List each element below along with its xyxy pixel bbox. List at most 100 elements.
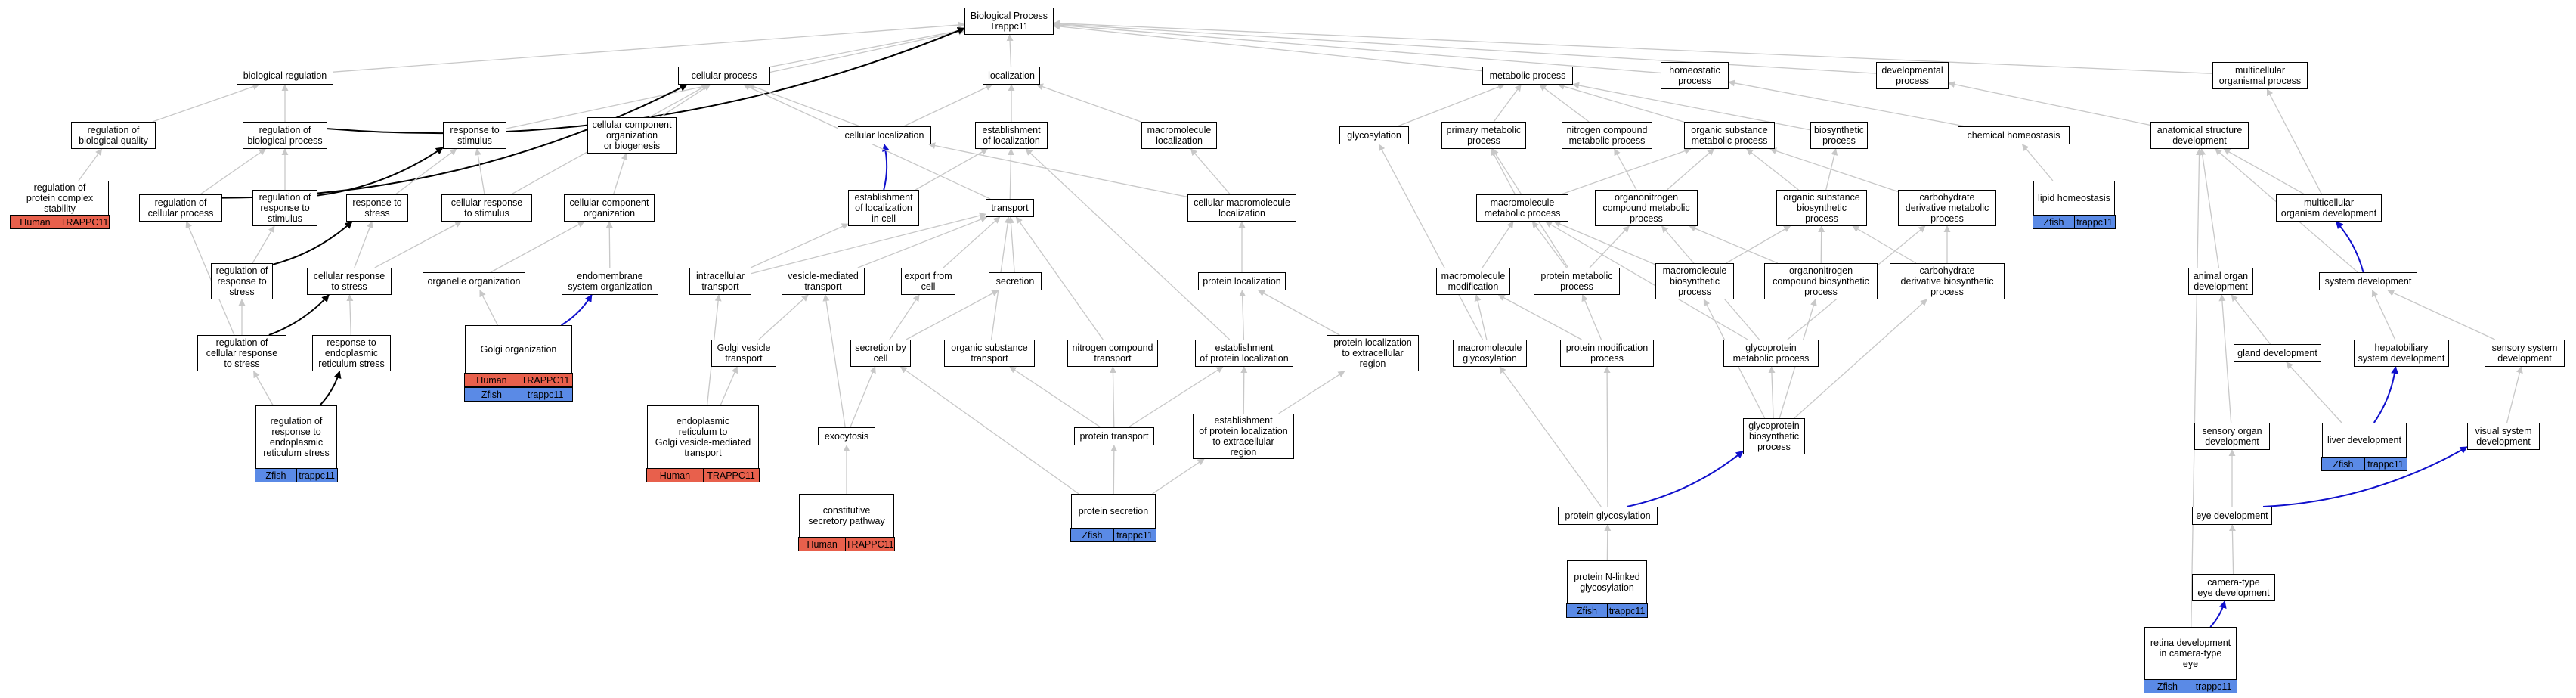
- node-label: multicellular organismal process: [2218, 65, 2302, 86]
- node-orgN-met[interactable]: organonitrogen compound metabolic proces…: [1595, 190, 1698, 226]
- node-sensory-sys-dev[interactable]: sensory system development: [2485, 340, 2565, 367]
- node-vesicle-trans[interactable]: vesicle-mediated transport: [782, 268, 865, 295]
- node-export-cell[interactable]: export from cell: [901, 268, 955, 295]
- node-organelle-org[interactable]: organelle organization: [423, 272, 525, 290]
- node-cell-resp-stim[interactable]: cellular response to stimulus: [441, 194, 532, 222]
- node-label: regulation of protein complex stability: [26, 182, 94, 214]
- node-org-sub-bio[interactable]: organic substance biosynthetic process: [1776, 190, 1867, 226]
- node-primary-met[interactable]: primary metabolic process: [1441, 122, 1526, 149]
- node-bio-reg[interactable]: biological regulation: [237, 67, 333, 85]
- node-chem-homeo[interactable]: chemical homeostasis: [1958, 126, 2070, 144]
- node-orgN-bio[interactable]: organonitrogen compound biosynthetic pro…: [1764, 263, 1878, 299]
- node-prot-glyco[interactable]: protein glycosylation: [1558, 507, 1658, 525]
- node-reg-resp-stress[interactable]: regulation of response to stress: [211, 263, 273, 299]
- node-ccob[interactable]: cellular component organization or bioge…: [587, 117, 677, 154]
- node-reg-cell-resp-stress[interactable]: regulation of cellular response to stres…: [197, 335, 286, 371]
- node-est-prot-loc[interactable]: establishment of protein localization: [1195, 340, 1293, 367]
- node-transport[interactable]: transport: [986, 199, 1034, 217]
- node-carb-met[interactable]: carbohydrate derivative metabolic proces…: [1898, 190, 1996, 226]
- edge-hepato_dev-to-system_dev: [2371, 290, 2396, 340]
- node-org-sub-trans[interactable]: organic substance transport: [944, 340, 1035, 367]
- node-multicellular-org[interactable]: multicellular organismal process: [2212, 62, 2308, 89]
- node-macro-bio[interactable]: macromolecule biosynthetic process: [1655, 263, 1734, 299]
- node-prot-mod[interactable]: protein modification process: [1560, 340, 1654, 367]
- node-biosynthetic[interactable]: biosynthetic process: [1810, 122, 1868, 149]
- node-resp-stress[interactable]: response to stress: [346, 194, 408, 222]
- node-label: establishment of protein localization: [1200, 343, 1289, 364]
- node-reg-resp-er-stress[interactable]: regulation of response to endoplasmic re…: [255, 405, 338, 483]
- node-org-sub-met[interactable]: organic substance metabolic process: [1684, 122, 1775, 149]
- node-cell-resp-stress[interactable]: cellular response to stress: [307, 268, 392, 295]
- node-reg-bio-process[interactable]: regulation of biological process: [243, 122, 327, 149]
- node-secretion[interactable]: secretion: [989, 272, 1042, 290]
- node-animal-organ-dev[interactable]: animal organ development: [2188, 268, 2253, 295]
- node-prot-trans[interactable]: protein transport: [1074, 427, 1154, 445]
- node-camera-eye-dev[interactable]: camera-type eye development: [2192, 574, 2275, 601]
- node-protein-loc[interactable]: protein localization: [1198, 272, 1286, 290]
- edge-multi_org_dev-to-multicellular_org: [2266, 88, 2323, 195]
- node-nitrogen-trans[interactable]: nitrogen compound transport: [1067, 340, 1158, 367]
- node-visual-sys-dev[interactable]: visual system development: [2467, 423, 2540, 450]
- node-sensory-organ-dev[interactable]: sensory organ development: [2194, 423, 2270, 450]
- node-gland-dev[interactable]: gland development: [2234, 344, 2321, 362]
- node-macro-met[interactable]: macromolecule metabolic process: [1476, 194, 1568, 222]
- node-glycoprot-bio[interactable]: glycoprotein biosynthetic process: [1743, 418, 1805, 454]
- node-glycosylation[interactable]: glycosylation: [1339, 126, 1409, 144]
- node-reg-cell-proc[interactable]: regulation of cellular process: [139, 194, 222, 222]
- node-cc-org[interactable]: cellular component organization: [564, 194, 655, 222]
- node-golgi-ves[interactable]: Golgi vesicle transport: [711, 340, 776, 367]
- edge-cell_loc-to-cellular_process: [748, 83, 861, 127]
- node-nitrogen-met[interactable]: nitrogen compound metabolic process: [1562, 122, 1652, 149]
- node-est-loc[interactable]: establishment of localization: [975, 122, 1048, 149]
- node-macro-mod[interactable]: macromolecule modification: [1436, 268, 1510, 295]
- species-label: Zfish: [2333, 458, 2354, 470]
- node-glycoprot-met[interactable]: glycoprotein metabolic process: [1723, 340, 1819, 367]
- node-est-loc-cell[interactable]: establishment of localization in cell: [848, 190, 919, 226]
- node-multi-org-dev[interactable]: multicellular organism development: [2276, 194, 2382, 222]
- node-intracell-trans[interactable]: intracellular transport: [689, 268, 751, 295]
- node-exocytosis[interactable]: exocytosis: [818, 427, 875, 445]
- node-macro-glyco[interactable]: macromolecule glycosylation: [1453, 340, 1527, 367]
- node-label: cellular response to stimulus: [450, 197, 523, 219]
- node-localization[interactable]: localization: [983, 67, 1040, 85]
- node-anat-dev[interactable]: anatomical structure development: [2150, 122, 2249, 149]
- node-root[interactable]: Biological Process Trappc11: [964, 8, 1054, 35]
- node-cell-loc[interactable]: cellular localization: [838, 126, 931, 144]
- node-resp-er-stress[interactable]: response to endoplasmic reticulum stress: [312, 335, 391, 371]
- node-metabolic-process[interactable]: metabolic process: [1482, 67, 1573, 85]
- edge-est_prot_loc-to-protein_loc: [1239, 290, 1246, 340]
- edge-primary_met-to-metabolic_process: [1493, 84, 1522, 123]
- node-est-prot-loc-ext[interactable]: establishment of protein localization to…: [1193, 414, 1294, 459]
- edge-macro_glyco-to-glycosylation: [1378, 144, 1484, 340]
- node-homeostatic[interactable]: homeostatic process: [1661, 62, 1729, 89]
- node-macro-loc[interactable]: macromolecule localization: [1141, 122, 1217, 149]
- node-prot-loc-ext[interactable]: protein localization to extracellular re…: [1327, 335, 1419, 371]
- node-carb-bio[interactable]: carbohydrate derivative biosynthetic pro…: [1890, 263, 2005, 299]
- node-eye-dev[interactable]: eye development: [2192, 507, 2272, 525]
- edge-developmental-to-root: [1053, 20, 1877, 74]
- node-label: protein localization: [1203, 276, 1281, 287]
- node-system-dev[interactable]: system development: [2319, 272, 2417, 290]
- node-reg-resp-stim[interactable]: regulation of response to stimulus: [252, 190, 317, 226]
- node-hepato-dev[interactable]: hepatobiliary system development: [2354, 340, 2449, 367]
- edge-eye_dev-to-visual_sys_dev: [2262, 446, 2468, 507]
- node-response-stimulus[interactable]: response to stimulus: [443, 122, 506, 149]
- node-label: establishment of localization: [982, 125, 1041, 146]
- node-reg-bio-quality[interactable]: regulation of biological quality: [71, 122, 156, 149]
- node-protein-met[interactable]: protein metabolic process: [1534, 268, 1620, 295]
- node-developmental[interactable]: developmental process: [1876, 62, 1949, 89]
- node-cell-macro-loc[interactable]: cellular macromolecule localization: [1187, 194, 1296, 222]
- node-er-golgi-trans[interactable]: endoplasmic reticulum to Golgi vesicle-m…: [646, 405, 760, 483]
- node-cellular-process[interactable]: cellular process: [678, 67, 770, 85]
- node-endomem-org[interactable]: endomembrane system organization: [562, 268, 658, 295]
- node-secretion-by-cell[interactable]: secretion by cell: [850, 340, 911, 367]
